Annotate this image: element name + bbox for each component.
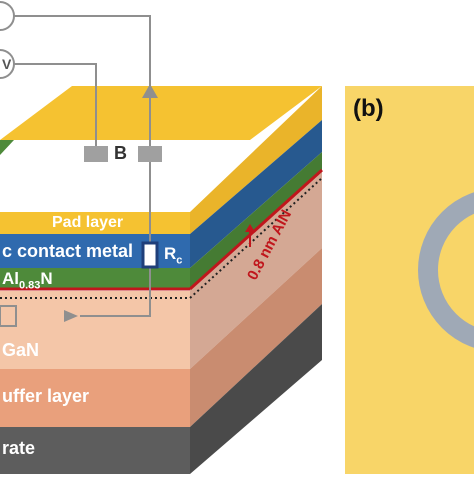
resistor-main: R (164, 244, 177, 263)
resistor-sub: c (176, 254, 183, 267)
substrate-label: rate (2, 438, 36, 458)
meter-glyph: V (2, 56, 12, 72)
barrier-side (190, 152, 322, 290)
barrier-sub: 0.83 (19, 279, 41, 292)
probe-b (84, 146, 108, 162)
pad-layer-face (0, 212, 190, 234)
resistor-icon (141, 241, 159, 269)
barrier-tail: N (40, 269, 53, 288)
barrier-label: Al0.83N (2, 269, 53, 291)
channel-side (190, 172, 322, 369)
substrate-face (0, 427, 190, 474)
dotted-2deg-line (0, 177, 323, 299)
barrier-face (0, 268, 190, 290)
contact-pad-left (0, 305, 17, 327)
interlayer-line-side (188, 168, 324, 291)
wire-2 (14, 63, 97, 150)
buffer-side (190, 248, 322, 427)
probe-label: B (114, 143, 127, 163)
channel-face (0, 291, 190, 369)
panel-b (345, 86, 474, 474)
pad-layer-label: Pad layer (52, 214, 124, 231)
buffer-label: uffer layer (2, 386, 90, 406)
substrate-side (190, 304, 322, 474)
pad-side (190, 86, 322, 234)
channel-label: GaN (2, 340, 40, 360)
up-arrow-icon (142, 84, 158, 98)
probe-rc (138, 146, 162, 162)
buffer-face (0, 369, 190, 427)
right-arrow-icon (64, 310, 78, 322)
pad-top-surface (0, 86, 322, 140)
barrier-main: Al (2, 269, 19, 288)
meter-circle-1 (0, 1, 15, 31)
ring-shape (418, 192, 474, 348)
resistor-label: Rc (164, 244, 182, 266)
contact-metal-label: c contact metal (2, 241, 134, 261)
contact-metal-side (190, 120, 322, 268)
barrier-top-strip (0, 140, 14, 155)
panel-b-label: (b) (353, 95, 384, 122)
aln-arrow-icon (245, 224, 255, 232)
